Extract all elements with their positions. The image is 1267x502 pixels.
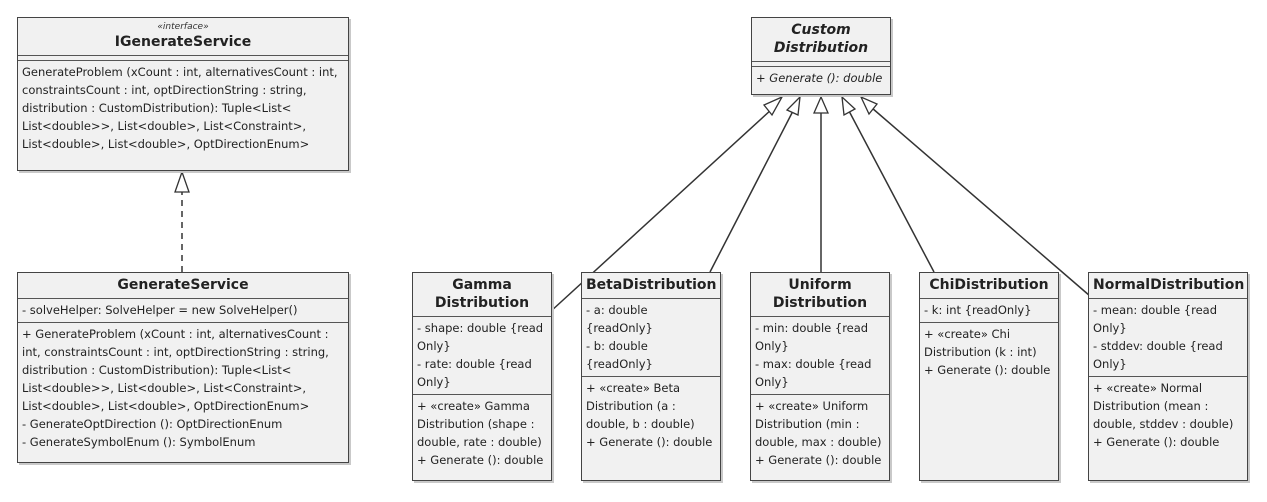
class-header: ChiDistribution — [920, 273, 1058, 299]
attribute: - stddev: double {read Only} — [1093, 339, 1223, 371]
gamma-generalization-arrowhead — [762, 95, 784, 117]
operation: + GenerateProblem (xCount : int, alterna… — [22, 327, 329, 413]
operation: + «create» Chi Distribution (k : int) — [924, 327, 1037, 359]
class-name: GenerateService — [117, 277, 249, 293]
attributes-compartment: - k: int {readOnly} — [920, 299, 1058, 323]
operation: + «create» Beta Distribution (a : double… — [586, 381, 695, 431]
class-name: Uniform Distribution — [772, 277, 868, 311]
class-name: IGenerateService — [114, 34, 252, 50]
attributes-compartment: - shape: double {read Only} - rate: doub… — [413, 317, 551, 395]
attributes-compartment — [18, 56, 348, 61]
class-name: BetaDistribution — [586, 277, 717, 293]
operation: GenerateProblem (xCount : int, alternati… — [22, 65, 338, 151]
operations-compartment: + «create» Chi Distribution (k : int) + … — [920, 323, 1058, 382]
operations-compartment: GenerateProblem (xCount : int, alternati… — [18, 61, 348, 156]
attribute: - solveHelper: SolveHelper = new SolveHe… — [22, 303, 298, 317]
attribute: - shape: double {read Only} — [417, 321, 544, 353]
class-header: Custom Distribution — [752, 18, 890, 62]
operation: - GenerateOptDirection (): OptDirectionE… — [22, 417, 283, 431]
class-header: Gamma Distribution — [413, 273, 551, 317]
attributes-compartment: - mean: double {read Only} - stddev: dou… — [1089, 299, 1247, 377]
class-name: Gamma Distribution — [434, 277, 530, 311]
class-name: Custom Distribution — [773, 22, 869, 56]
attributes-compartment: - min: double {read Only} - max: double … — [751, 317, 889, 395]
attribute: - mean: double {read Only} — [1093, 303, 1218, 335]
class-name: ChiDistribution — [929, 277, 1049, 293]
normal-generalization-arrowhead — [859, 95, 879, 116]
normaldistribution-class[interactable]: NormalDistribution - mean: double {read … — [1088, 272, 1248, 481]
realization-arrowhead — [174, 170, 190, 193]
beta-generalization-arrowhead — [785, 95, 801, 116]
beta-generalization-line — [709, 110, 794, 273]
operations-compartment: + «create» Uniform Distribution (min : d… — [751, 395, 889, 472]
class-header: «interface» IGenerateService — [18, 18, 348, 56]
operations-compartment: + «create» Normal Distribution (mean : d… — [1089, 377, 1247, 454]
attributes-compartment — [752, 62, 890, 67]
operation: - GenerateSymbolEnum (): SymbolEnum — [22, 435, 256, 449]
operations-compartment: + «create» Beta Distribution (a : double… — [582, 377, 720, 454]
class-header: NormalDistribution — [1089, 273, 1247, 299]
attribute: - b: double {readOnly} — [586, 339, 653, 371]
operation: + «create» Normal Distribution (mean : d… — [1093, 381, 1234, 431]
attributes-compartment: - solveHelper: SolveHelper = new SolveHe… — [18, 299, 348, 323]
uniform-generalization-arrowhead — [813, 95, 829, 114]
igenerateservice-class[interactable]: «interface» IGenerateService GeneratePro… — [17, 17, 349, 171]
attribute: - a: double {readOnly} — [586, 303, 653, 335]
operations-compartment: + Generate (): double — [752, 67, 890, 90]
attribute: - k: int {readOnly} — [924, 303, 1032, 317]
customdistribution-class[interactable]: Custom Distribution + Generate (): doubl… — [751, 17, 891, 95]
operation: + «create» Uniform Distribution (min : d… — [755, 399, 882, 449]
class-header: BetaDistribution — [582, 273, 720, 299]
chi-generalization-arrowhead — [841, 95, 857, 117]
attributes-compartment: - a: double {readOnly} - b: double {read… — [582, 299, 720, 377]
generateservice-class[interactable]: GenerateService - solveHelper: SolveHelp… — [17, 272, 349, 463]
chidistribution-class[interactable]: ChiDistribution - k: int {readOnly} + «c… — [919, 272, 1059, 481]
operations-compartment: + GenerateProblem (xCount : int, alterna… — [18, 323, 348, 454]
attribute: - rate: double {read Only} — [417, 357, 532, 389]
attribute: - min: double {read Only} — [755, 321, 869, 353]
normal-generalization-line — [871, 107, 1091, 297]
class-name: NormalDistribution — [1093, 277, 1245, 293]
betadistribution-class[interactable]: BetaDistribution - a: double {readOnly} … — [581, 272, 721, 481]
operation: + «create» Gamma Distribution (shape : d… — [417, 399, 542, 449]
gammadistribution-class[interactable]: Gamma Distribution - shape: double {read… — [412, 272, 552, 481]
operation: + Generate (): double — [756, 71, 883, 85]
operation: + Generate (): double — [586, 435, 713, 449]
operations-compartment: + «create» Gamma Distribution (shape : d… — [413, 395, 551, 472]
operation: + Generate (): double — [755, 453, 882, 467]
chi-generalization-line — [848, 110, 935, 273]
class-header: Uniform Distribution — [751, 273, 889, 317]
operation: + Generate (): double — [1093, 435, 1220, 449]
uniformdistribution-class[interactable]: Uniform Distribution - min: double {read… — [750, 272, 890, 481]
attribute: - max: double {read Only} — [755, 357, 872, 389]
interface-stereotype: «interface» — [157, 22, 209, 32]
operation: + Generate (): double — [417, 453, 544, 467]
operation: + Generate (): double — [924, 363, 1051, 377]
class-header: GenerateService — [18, 273, 348, 299]
